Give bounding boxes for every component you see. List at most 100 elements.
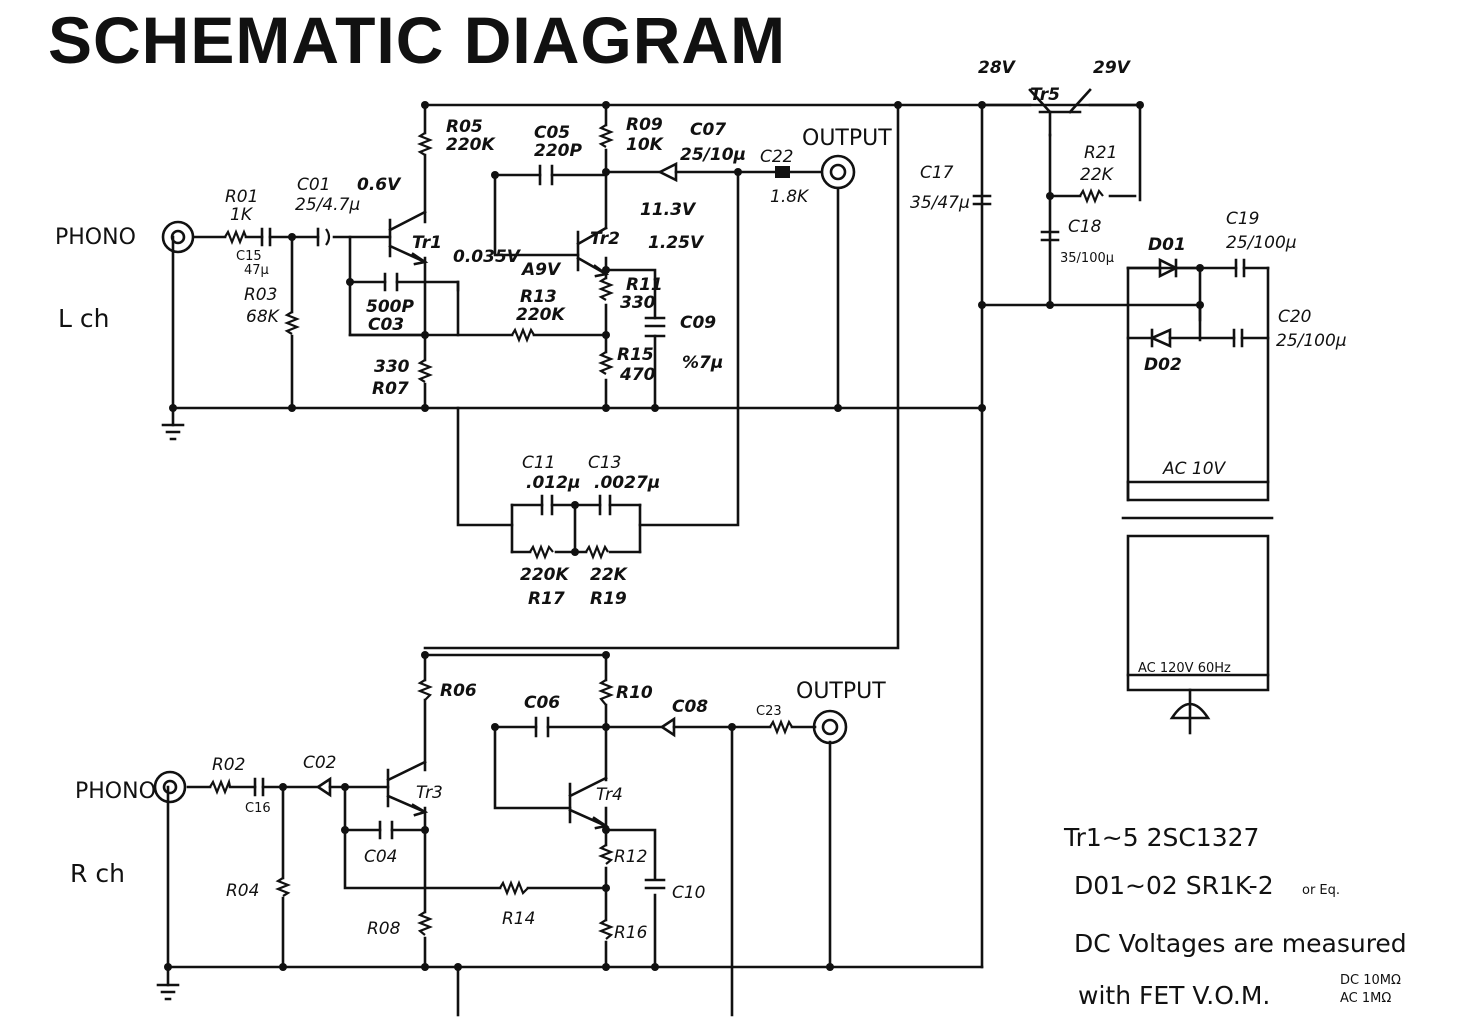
voltage-28v: 28V: [978, 58, 1017, 78]
label-r05-value: 220K: [446, 135, 496, 155]
voltage-29v: 29V: [1093, 58, 1132, 78]
label-c22-value: 1.8K: [770, 187, 810, 207]
voltage-tr1-emitter: 0.035V: [453, 247, 522, 267]
resistor-r15: [598, 351, 614, 375]
label-r02: R02: [212, 755, 245, 775]
ground-symbol-lch: [161, 423, 185, 441]
lch-components: [161, 88, 1246, 560]
label-c03-value: 500P: [366, 297, 414, 317]
label-c09: C09: [680, 313, 716, 333]
label-c07: C07: [690, 120, 726, 140]
label-c16: C16: [245, 801, 271, 816]
phono-jack-rch: [153, 770, 187, 804]
phono-label-lch: PHONO: [55, 225, 136, 250]
label-c15-value: 47μ: [244, 263, 269, 278]
label-c19: C19: [1226, 209, 1260, 229]
label-r09-value: 10K: [626, 135, 665, 155]
label-r17-value: 220K: [520, 565, 570, 585]
voltage-tr2-base: A9V: [520, 260, 562, 280]
note-diodes-small: or Eq.: [1302, 883, 1340, 898]
capacitor-c15: [260, 227, 272, 247]
label-c04: C04: [364, 847, 398, 867]
label-d01: D01: [1148, 235, 1186, 255]
resistor-r10: [598, 679, 614, 706]
labels: PHONO L ch PHONO R ch OUTPUT OUTPUT 28V …: [55, 58, 1347, 943]
capacitor-c22: [775, 166, 790, 178]
capacitor-c18: [1040, 230, 1060, 242]
label-tr2: Tr2: [590, 229, 620, 249]
capacitor-c10: [644, 878, 666, 890]
capacitor-c02: [315, 776, 332, 798]
label-ac-120v: AC 120V 60Hz: [1138, 661, 1231, 676]
label-c11: C11: [522, 453, 556, 473]
capacitor-c23: [769, 719, 793, 735]
capacitor-c08: [659, 716, 676, 738]
label-r03: R03: [244, 285, 277, 305]
label-r10: R10: [616, 683, 653, 703]
capacitor-c16: [253, 777, 265, 797]
label-c19-value: 25/100μ: [1226, 233, 1297, 253]
label-c20: C20: [1278, 307, 1312, 327]
resistor-r01: [224, 229, 248, 245]
label-r21: R21: [1084, 143, 1117, 163]
ground-symbol-rch: [156, 983, 180, 1001]
resistor-r17: [529, 544, 554, 560]
resistor-r09: [598, 124, 614, 148]
page-title: SCHEMATIC DIAGRAM: [48, 3, 787, 77]
label-r13: R13: [520, 287, 557, 307]
transistor-tr5: [1028, 88, 1092, 114]
resistor-r12: [598, 844, 614, 865]
label-c18: C18: [1068, 217, 1102, 237]
resistor-r21: [1079, 188, 1104, 204]
rch-components: [153, 651, 848, 1001]
note-dc-impedance: DC 10MΩ: [1340, 973, 1401, 988]
label-c22: C22: [760, 147, 794, 167]
label-tr3: Tr3: [416, 783, 443, 803]
label-r15-value: 470: [619, 365, 656, 385]
label-r19-value: 22K: [590, 565, 629, 585]
label-c15: C15: [236, 249, 262, 264]
label-r12: R12: [614, 847, 647, 867]
label-d02: D02: [1144, 355, 1182, 375]
label-c09-value: %7μ: [682, 353, 723, 373]
diode-d01: [1158, 257, 1179, 279]
channel-label-rch: R ch: [70, 859, 125, 888]
label-c01-value: 25/4.7μ: [295, 195, 360, 215]
label-r16: R16: [614, 923, 648, 943]
note-dc-voltages: DC Voltages are measured: [1074, 929, 1407, 958]
label-c08: C08: [672, 697, 708, 717]
resistor-r11: [598, 277, 614, 301]
label-c13-value: .0027μ: [594, 473, 660, 493]
phono-jack-lch: [161, 220, 195, 254]
label-r03-value: 68K: [246, 307, 281, 327]
label-r04: R04: [226, 881, 259, 901]
capacitor-c06: [534, 716, 550, 738]
resistor-r02: [209, 778, 232, 795]
label-r14: R14: [502, 909, 535, 929]
resistor-r19: [585, 544, 609, 560]
label-tr1: Tr1: [412, 233, 442, 253]
label-r11: R11: [626, 275, 663, 295]
label-r11-value: 330: [620, 293, 656, 313]
label-c17: C17: [920, 163, 954, 183]
capacitor-c04: [378, 820, 394, 840]
note-ac-impedance: AC 1MΩ: [1340, 991, 1391, 1006]
capacitor-c09: [644, 316, 666, 338]
voltage-tr1-base: 0.6V: [357, 175, 402, 195]
label-r21-value: 22K: [1080, 165, 1115, 185]
label-c11-value: .012μ: [526, 473, 580, 493]
label-r05: R05: [446, 117, 483, 137]
capacitor-c03: [383, 272, 399, 292]
capacitor-c05: [538, 164, 554, 186]
diode-d02: [1148, 327, 1172, 349]
label-r17: R17: [528, 589, 565, 609]
lch-wiring: [171, 103, 1274, 969]
label-r09: R09: [626, 115, 663, 135]
notes-block: Tr1~5 2SC1327 D01~02 SR1K-2 or Eq. DC Vo…: [1063, 823, 1407, 1010]
label-r08: R08: [367, 919, 401, 939]
resistor-r04: [275, 877, 291, 897]
label-c06: C06: [524, 693, 560, 713]
label-c10: C10: [672, 883, 706, 903]
label-ac-10v: AC 10V: [1162, 459, 1227, 479]
resistor-r08: [417, 911, 433, 936]
